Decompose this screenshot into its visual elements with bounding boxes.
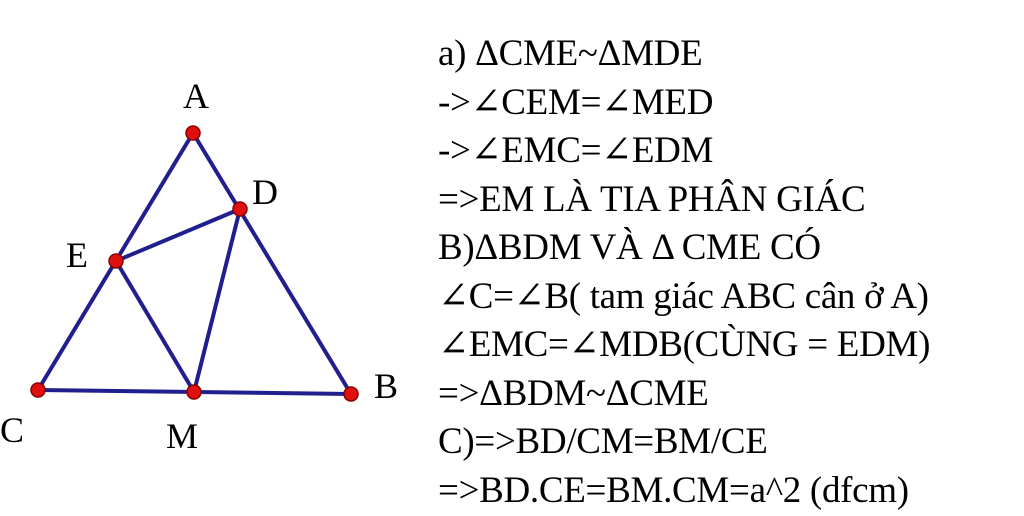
label-b: B xyxy=(374,366,398,406)
point-labels: A D E B C M xyxy=(0,76,398,456)
solution-line: =>EM LÀ TIA PHÂN GIÁC xyxy=(438,178,866,220)
segment-ed xyxy=(114,207,242,263)
solution-line: ∠C=∠B( tam giác ABC cân ở A) xyxy=(438,275,929,317)
solution-line: ->∠EMC=∠EDM xyxy=(438,130,714,171)
point-c xyxy=(30,382,46,398)
solution-line: =>BD.CE=BM.CM=a^2 (dfcm) xyxy=(438,469,909,511)
label-a: A xyxy=(183,76,209,116)
label-d: D xyxy=(252,172,278,212)
solution-line: =>ΔBDM~ΔCME xyxy=(438,372,709,414)
solution-line: B)ΔBDM VÀ Δ CME CÓ xyxy=(438,227,821,268)
solution-line: C)=>BD/CM=BM/CE xyxy=(438,421,768,462)
solution-text: a) ΔCME~ΔMDE ->∠CEM=∠MED ->∠EMC=∠EDM =>E… xyxy=(438,30,1022,515)
segment-dm xyxy=(192,207,242,394)
point-e xyxy=(108,253,124,269)
label-e: E xyxy=(66,235,88,275)
segment-ab xyxy=(191,131,353,396)
point-d xyxy=(232,201,248,217)
solution-line: ∠EMC=∠MDB(CÙNG = EDM) xyxy=(438,324,931,365)
point-a xyxy=(185,125,201,141)
solution-line: ->∠CEM=∠MED xyxy=(438,81,714,123)
point-m xyxy=(186,384,202,400)
point-b xyxy=(343,386,359,402)
points xyxy=(30,125,359,402)
triangle-figure: A D E B C M xyxy=(0,76,398,456)
label-c: C xyxy=(0,410,24,450)
label-m: M xyxy=(166,416,198,456)
solution-line: a) ΔCME~ΔMDE xyxy=(438,33,703,74)
segment-em xyxy=(114,259,196,394)
